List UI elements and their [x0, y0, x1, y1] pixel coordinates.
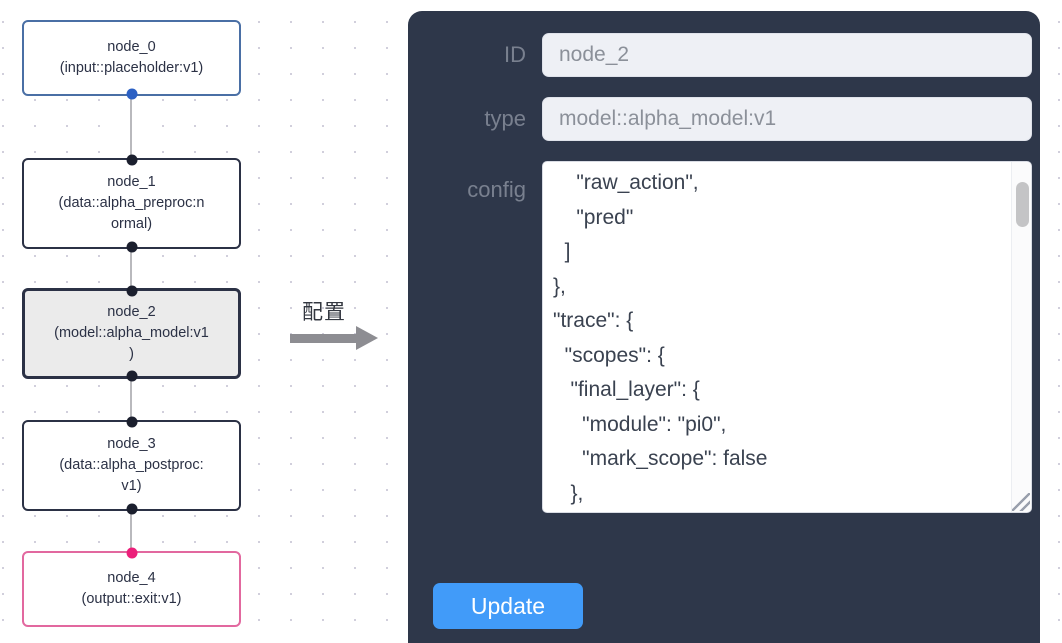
- type-field-row: type model::alpha_model:v1: [408, 97, 1040, 141]
- node-id-label: node_1: [107, 173, 156, 190]
- edge-node3-node4: [130, 511, 132, 551]
- annotation-label: 配置: [302, 301, 346, 324]
- node-id-label: node_0: [107, 38, 156, 55]
- right-arrow-head-icon: [356, 326, 378, 350]
- node-port-input[interactable]: [126, 154, 137, 166]
- node-type-label: (output::exit:v1): [81, 591, 182, 607]
- node-port-input[interactable]: [126, 416, 137, 428]
- graph-node-node_3[interactable]: node_3 (data::alpha_postproc: v1): [22, 416, 241, 515]
- node-port-input[interactable]: [126, 285, 137, 297]
- node-port-output[interactable]: [126, 370, 137, 382]
- node-type-label-cont: ): [129, 346, 134, 362]
- type-input[interactable]: model::alpha_model:v1: [542, 97, 1032, 141]
- node-id-label: node_2: [107, 303, 156, 320]
- graph-node-node_2[interactable]: node_2 (model::alpha_model:v1 ): [22, 285, 241, 382]
- node-port-input[interactable]: [126, 547, 137, 559]
- node-port-output[interactable]: [126, 241, 137, 253]
- config-scrollbar-track[interactable]: [1011, 162, 1031, 512]
- id-field-row: ID node_2: [408, 33, 1040, 77]
- graph-node-node_4[interactable]: node_4 (output::exit:v1): [22, 547, 241, 627]
- node-port-output[interactable]: [126, 503, 137, 515]
- edge-node1-node2: [130, 249, 132, 288]
- config-label: config: [467, 177, 526, 202]
- type-label: type: [484, 106, 526, 131]
- node-port-output[interactable]: [126, 88, 137, 100]
- node-type-label: (data::alpha_preproc:n: [58, 194, 205, 211]
- node-type-label-cont: v1): [121, 478, 142, 494]
- textarea-resize-handle[interactable]: [1012, 493, 1030, 511]
- edge-node2-node3: [130, 379, 132, 420]
- id-input[interactable]: node_2: [542, 33, 1032, 77]
- graph-node-node_1[interactable]: node_1 (data::alpha_preproc:n ormal): [22, 154, 241, 253]
- annotation-group: 配置: [288, 296, 398, 366]
- config-textarea[interactable]: "raw_action", "pred" ] }, "trace": { "sc…: [553, 171, 768, 505]
- edge-node0-node1: [130, 96, 132, 158]
- node-id-label: node_4: [107, 569, 156, 586]
- node-config-panel: ID node_2 type model::alpha_model:v1 con…: [408, 11, 1040, 643]
- config-textarea-wrapper[interactable]: "raw_action", "pred" ] }, "trace": { "sc…: [542, 161, 1032, 513]
- node-type-label-cont: ormal): [110, 216, 153, 232]
- config-scrollbar-thumb[interactable]: [1016, 182, 1029, 227]
- node-id-label: node_3: [107, 435, 156, 452]
- config-field-row: config "raw_action", "pred" ] }, "trace"…: [408, 161, 1040, 513]
- graph-canvas[interactable]: node_0 (input::placeholder:v1) node_1 (d…: [0, 0, 400, 643]
- graph-node-node_0[interactable]: node_0 (input::placeholder:v1): [22, 20, 241, 100]
- id-label: ID: [504, 42, 526, 67]
- node-type-label: (input::placeholder:v1): [59, 60, 204, 76]
- right-arrow-icon: [290, 334, 360, 343]
- node-type-label: (data::alpha_postproc:: [59, 456, 204, 473]
- update-button[interactable]: Update: [433, 583, 583, 629]
- node-type-label: (model::alpha_model:v1: [54, 324, 209, 341]
